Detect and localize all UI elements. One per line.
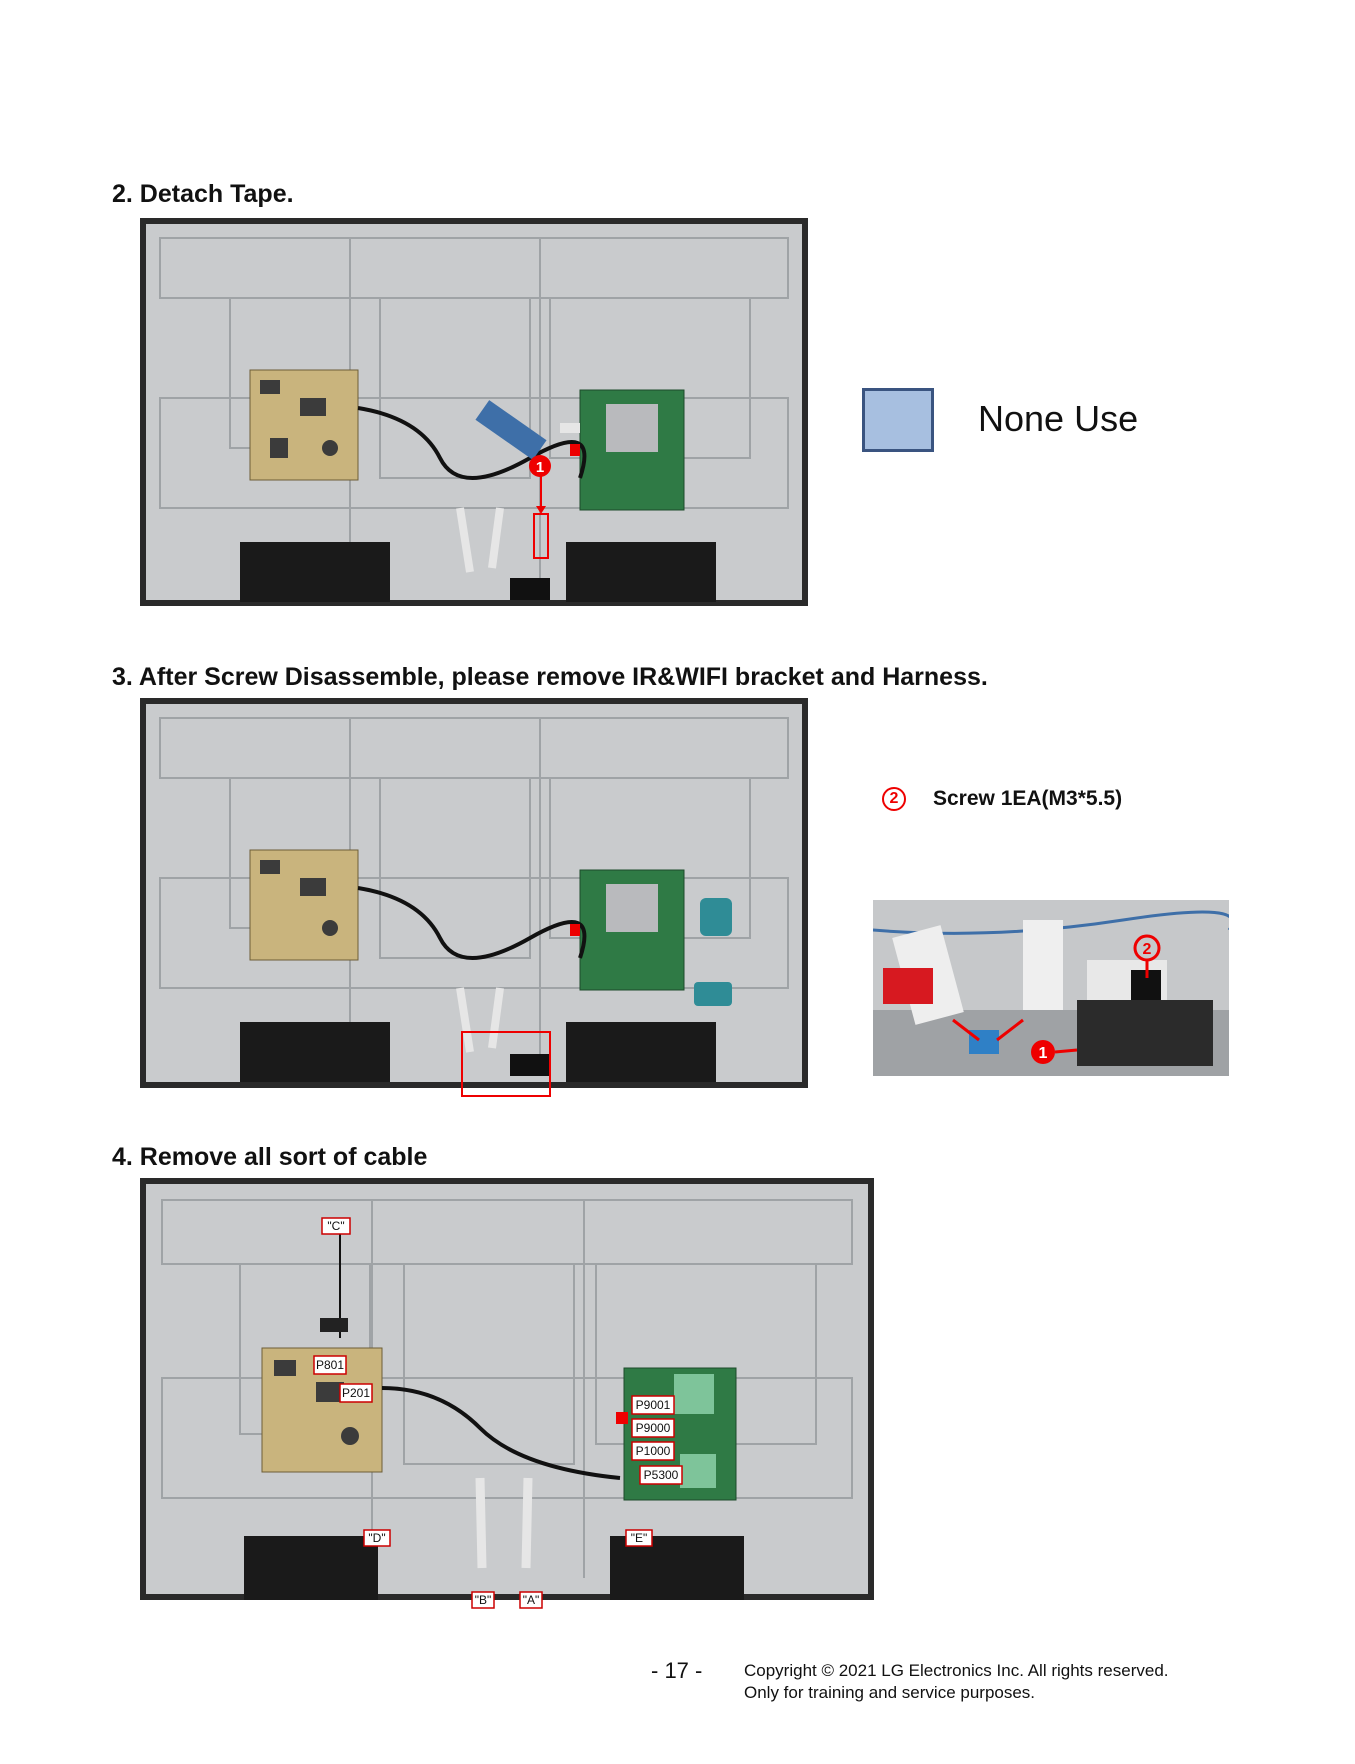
label-d: "D" bbox=[368, 1531, 385, 1545]
label-p201: P201 bbox=[342, 1386, 370, 1400]
copyright: Copyright © 2021 LG Electronics Inc. All… bbox=[744, 1660, 1169, 1704]
label-c: "C" bbox=[327, 1219, 344, 1233]
label-e: "E" bbox=[631, 1531, 648, 1545]
label-p1000: P1000 bbox=[636, 1444, 671, 1458]
label-a: "A" bbox=[523, 1593, 540, 1607]
step2-heading: 2. Detach Tape. bbox=[112, 180, 294, 208]
step4-heading: 4. Remove all sort of cable bbox=[112, 1143, 428, 1171]
tv-back-photo-step3 bbox=[140, 698, 808, 1098]
step3-heading: 3. After Screw Disassemble, please remov… bbox=[112, 663, 988, 691]
svg-text:1: 1 bbox=[536, 459, 544, 476]
copyright-line-1: Copyright © 2021 LG Electronics Inc. All… bbox=[744, 1661, 1169, 1680]
label-p9001: P9001 bbox=[636, 1398, 671, 1412]
legend-swatch bbox=[862, 388, 934, 452]
tv-back-photo-step2: 1 bbox=[140, 218, 808, 606]
screw-callout-number: 2 bbox=[882, 787, 906, 811]
svg-text:1: 1 bbox=[1039, 1045, 1048, 1062]
label-p9000: P9000 bbox=[636, 1421, 671, 1435]
legend-label: None Use bbox=[978, 398, 1139, 439]
label-p801: P801 bbox=[316, 1358, 344, 1372]
ir-wifi-detail-photo: 2 1 bbox=[873, 900, 1229, 1076]
label-b: "B" bbox=[475, 1593, 492, 1607]
svg-text:2: 2 bbox=[1143, 941, 1152, 958]
screw-label: Screw 1EA(M3*5.5) bbox=[933, 787, 1123, 810]
page-number: - 17 - bbox=[651, 1658, 703, 1683]
label-p5300: P5300 bbox=[644, 1468, 679, 1482]
tv-back-photo-step4: "C" P801 P201 P9001 P9000 P1000 P5300 "D… bbox=[140, 1178, 874, 1620]
copyright-line-2: Only for training and service purposes. bbox=[744, 1683, 1036, 1702]
